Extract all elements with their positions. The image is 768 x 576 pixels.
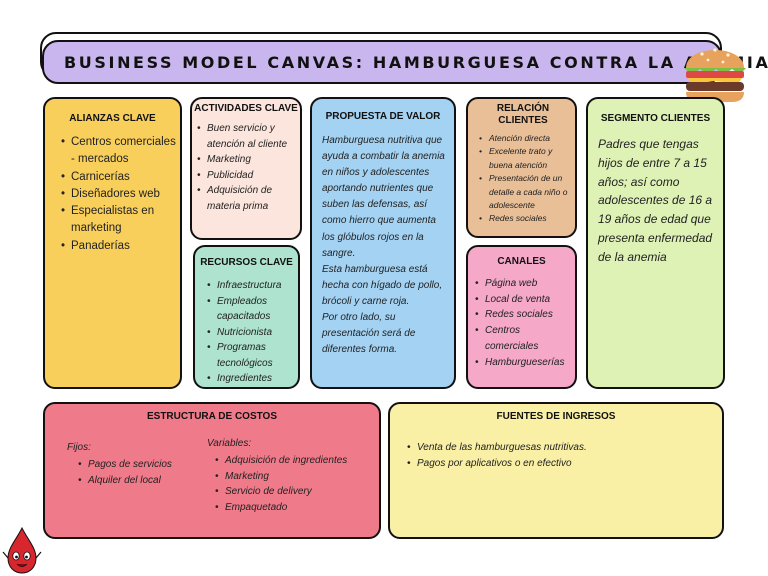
segmento-title: SEGMENTO CLIENTES (600, 113, 711, 124)
list-item: Programas tecnológicos (207, 340, 298, 371)
list-item: Marketing (197, 152, 296, 168)
list-item: Marketing (215, 469, 375, 485)
list-item: Infraestructura (207, 278, 298, 294)
list-item: Redes sociales (475, 307, 575, 323)
list-item: Ingredientes (207, 371, 298, 387)
list-item: Presentación de un detalle a cada niño o… (479, 172, 571, 212)
actividades-clave-box: ACTIVIDADES CLAVE Buen servicio y atenci… (190, 97, 302, 240)
ingresos-list: Venta de las hamburguesas nutritivas. Pa… (407, 440, 722, 472)
list-item: Excelente trato y buena atención (479, 145, 571, 172)
alianzas-title: ALIANZAS CLAVE (69, 113, 156, 124)
fijos-list: Pagos de servicios Alquiler del local (78, 457, 172, 489)
list-item: Venta de las hamburguesas nutritivas. (407, 440, 722, 456)
fuentes-ingresos-box: FUENTES DE INGRESOS Venta de las hamburg… (388, 402, 724, 539)
propuesta-text: Hamburguesa nutritiva que ayuda a combat… (322, 133, 448, 358)
canales-box: CANALES Página web Local de venta Redes … (466, 245, 577, 389)
actividades-list: Buen servicio y atención al cliente Mark… (197, 121, 296, 214)
list-item: Redes sociales (479, 212, 571, 226)
variables-list: Adquisición de ingredientes Marketing Se… (215, 453, 375, 516)
propuesta-paragraph: Esta hamburguesa está hecha con hígado d… (322, 263, 443, 307)
variables-label: Variables: (207, 438, 252, 449)
page-title: BUSINESS MODEL CANVAS: HAMBURGUESA CONTR… (64, 52, 768, 72)
list-item: Especialistas en marketing (61, 203, 180, 238)
recursos-list: Infraestructura Empleados capacitados Nu… (207, 278, 298, 387)
list-item: Pagos de servicios (78, 457, 172, 473)
alianzas-clave-box: ALIANZAS CLAVE Centros comerciales - mer… (43, 97, 182, 389)
list-item: Empaquetado (215, 500, 375, 516)
estructura-costos-box: ESTRUCTURA DE COSTOS Fijos: Pagos de ser… (43, 402, 381, 539)
list-item: Hamburgueserías (475, 355, 575, 371)
relacion-clientes-box: RELACIÓN CLIENTES Atención directa Excel… (466, 97, 577, 238)
recursos-title: RECURSOS CLAVE (200, 257, 293, 268)
title-banner: BUSINESS MODEL CANVAS: HAMBURGUESA CONTR… (42, 40, 768, 84)
propuesta-valor-box: PROPUESTA DE VALOR Hamburguesa nutritiva… (310, 97, 456, 389)
list-item: Nutricionista (207, 325, 298, 341)
costos-title: ESTRUCTURA DE COSTOS (146, 411, 277, 422)
list-item: Centros comerciales (475, 323, 575, 354)
propuesta-paragraph: Hamburguesa nutritiva que ayuda a combat… (322, 135, 445, 259)
relacion-title: RELACIÓN CLIENTES (496, 103, 550, 126)
alianzas-list: Centros comerciales - mercados Carnicerí… (61, 134, 180, 256)
list-item: Atención directa (479, 132, 571, 146)
propuesta-paragraph: Por otro lado, su presentación será de d… (322, 312, 416, 356)
list-item: Local de venta (475, 292, 575, 308)
list-item: Adquisición de materia prima (197, 183, 296, 214)
blood-drop-mascot-icon (2, 526, 42, 574)
list-item: Empleados capacitados (207, 294, 298, 325)
list-item: Servicio de delivery (215, 484, 375, 500)
actividades-title: ACTIVIDADES CLAVE (194, 103, 298, 114)
list-item: Centros comerciales - mercados (61, 134, 180, 169)
propuesta-title: PROPUESTA DE VALOR (325, 111, 441, 122)
canales-title: CANALES (497, 256, 546, 267)
list-item: Panaderías (61, 238, 180, 256)
list-item: Carnicerías (61, 169, 180, 187)
segmento-text: Padres que tengas hijos de entre 7 a 15 … (598, 137, 713, 264)
list-item: Alquiler del local (78, 473, 172, 489)
relacion-list: Atención directa Excelente trato y buena… (479, 132, 571, 226)
list-item: Página web (475, 276, 575, 292)
list-item: Buen servicio y atención al cliente (197, 121, 296, 152)
list-item: Adquisición de ingredientes (215, 453, 375, 469)
ingresos-title: FUENTES DE INGRESOS (496, 411, 616, 422)
list-item: Diseñadores web (61, 186, 180, 204)
canales-list: Página web Local de venta Redes sociales… (475, 276, 575, 371)
list-item: Publicidad (197, 168, 296, 184)
hamburger-icon (684, 48, 746, 102)
recursos-clave-box: RECURSOS CLAVE Infraestructura Empleados… (193, 245, 300, 389)
fijos-label: Fijos: (67, 442, 91, 453)
list-item: Pagos por aplicativos o en efectivo (407, 456, 722, 472)
segmento-clientes-box: SEGMENTO CLIENTES Padres que tengas hijo… (586, 97, 725, 389)
